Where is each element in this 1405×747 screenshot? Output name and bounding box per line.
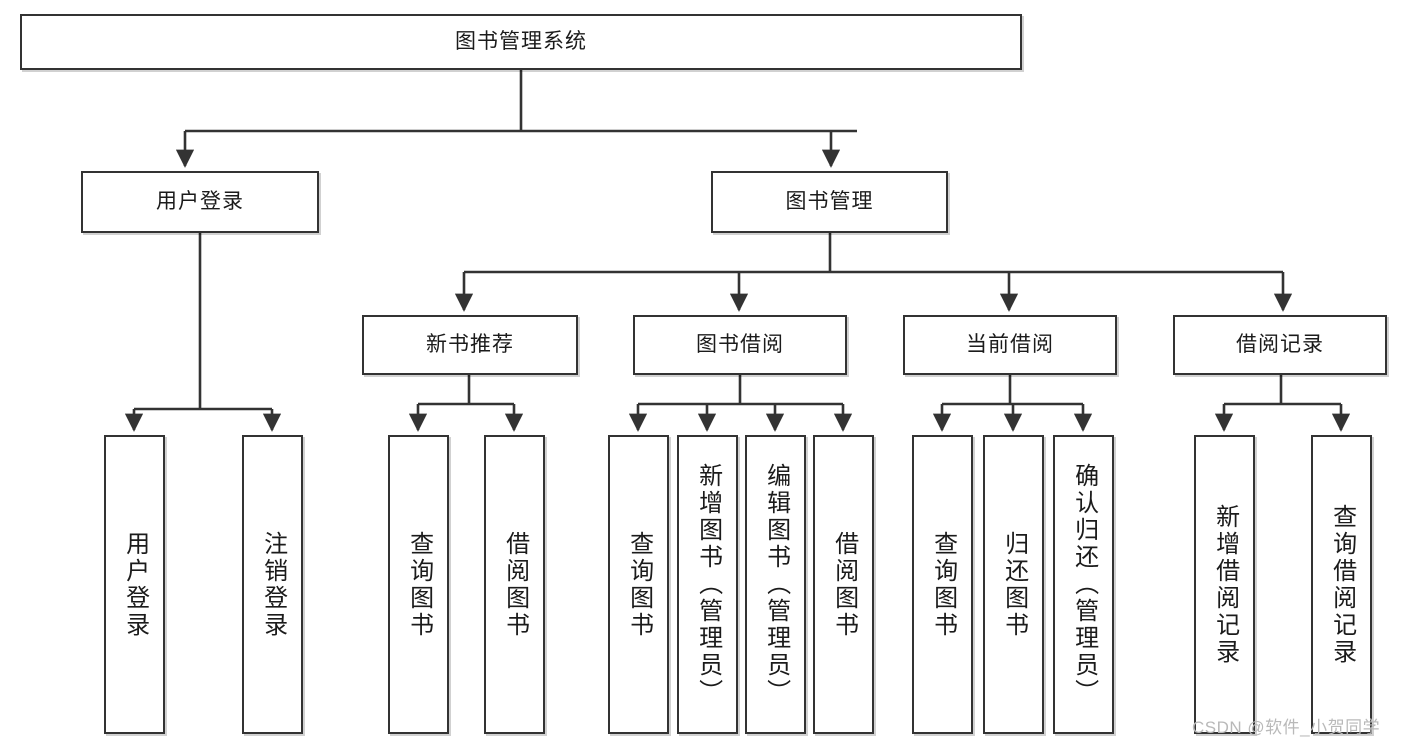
node-leaf-edit-book-admin[interactable]: 编辑图书（管理员） — [745, 435, 806, 734]
node-new-book-recommend-label: 新书推荐 — [426, 333, 514, 357]
node-leaf-query-book-3[interactable]: 查询图书 — [912, 435, 973, 734]
node-leaf-query-book-3-label: 查询图书 — [929, 530, 957, 639]
node-leaf-add-book-admin-label: 新增图书（管理员） — [694, 463, 722, 706]
node-leaf-query-book-1[interactable]: 查询图书 — [388, 435, 449, 734]
node-book-borrow[interactable]: 图书借阅 — [633, 315, 847, 375]
node-leaf-edit-book-admin-label: 编辑图书（管理员） — [762, 463, 790, 706]
node-leaf-logout-login[interactable]: 注销登录 — [242, 435, 303, 734]
node-leaf-query-book-2[interactable]: 查询图书 — [608, 435, 669, 734]
node-leaf-borrow-book-1[interactable]: 借阅图书 — [484, 435, 545, 734]
node-leaf-return-book[interactable]: 归还图书 — [983, 435, 1044, 734]
node-book-borrow-label: 图书借阅 — [696, 333, 784, 357]
node-leaf-add-book-admin[interactable]: 新增图书（管理员） — [677, 435, 738, 734]
node-root-label: 图书管理系统 — [455, 30, 587, 54]
node-book-manage-label: 图书管理 — [785, 190, 874, 214]
node-borrow-record-label: 借阅记录 — [1236, 333, 1324, 357]
node-leaf-query-borrow-record[interactable]: 查询借阅记录 — [1311, 435, 1372, 734]
node-leaf-confirm-return-admin-label: 确认归还（管理员） — [1070, 463, 1098, 706]
node-leaf-borrow-book-2[interactable]: 借阅图书 — [813, 435, 874, 734]
node-root[interactable]: 图书管理系统 — [20, 14, 1022, 70]
node-leaf-user-login[interactable]: 用户登录 — [104, 435, 165, 734]
node-leaf-logout-login-label: 注销登录 — [259, 530, 287, 639]
node-current-borrow-label: 当前借阅 — [966, 333, 1054, 357]
node-leaf-confirm-return-admin[interactable]: 确认归还（管理员） — [1053, 435, 1114, 734]
node-leaf-query-borrow-record-label: 查询借阅记录 — [1328, 503, 1356, 666]
node-user-login[interactable]: 用户登录 — [81, 171, 319, 233]
node-leaf-query-book-2-label: 查询图书 — [625, 530, 653, 639]
node-borrow-record[interactable]: 借阅记录 — [1173, 315, 1387, 375]
node-new-book-recommend[interactable]: 新书推荐 — [362, 315, 578, 375]
node-leaf-add-borrow-record[interactable]: 新增借阅记录 — [1194, 435, 1255, 734]
node-leaf-return-book-label: 归还图书 — [1000, 530, 1028, 639]
csdn-watermark: CSDN @软件_小贺同学 — [1192, 718, 1381, 737]
node-leaf-add-borrow-record-label: 新增借阅记录 — [1211, 503, 1239, 666]
node-current-borrow[interactable]: 当前借阅 — [903, 315, 1117, 375]
node-book-manage[interactable]: 图书管理 — [711, 171, 948, 233]
node-leaf-user-login-label: 用户登录 — [121, 530, 149, 639]
node-leaf-borrow-book-1-label: 借阅图书 — [501, 530, 529, 639]
node-user-login-label: 用户登录 — [156, 190, 244, 214]
node-leaf-query-book-1-label: 查询图书 — [405, 530, 433, 639]
node-leaf-borrow-book-2-label: 借阅图书 — [830, 530, 858, 639]
